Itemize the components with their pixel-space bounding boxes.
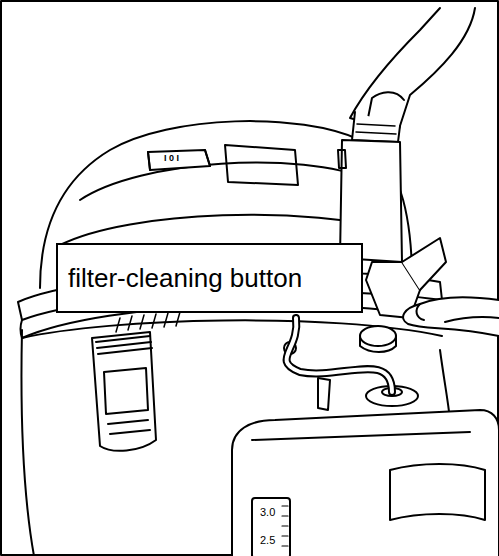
power-switch	[148, 150, 210, 170]
tank-top-edge	[252, 432, 470, 440]
wand-button	[338, 150, 346, 168]
callout-box: filter-cleaning button	[56, 243, 363, 313]
lid-ridge	[80, 163, 370, 200]
switch-marking: I 0 I	[163, 154, 180, 163]
finger-line	[445, 317, 499, 322]
lid-panel	[225, 145, 298, 185]
level-scale	[252, 498, 290, 556]
scale-number: 2.5	[259, 535, 276, 546]
handle-collar	[352, 112, 400, 142]
finger	[417, 304, 424, 320]
button-base	[360, 336, 396, 352]
filter-cleaning-button-part	[360, 326, 396, 346]
tank-body	[22, 330, 35, 556]
handle-grip	[368, 92, 404, 118]
switch-side	[148, 150, 210, 170]
tank-side	[440, 350, 450, 420]
tank-grip	[390, 464, 485, 520]
hand	[403, 297, 499, 336]
collar-ridges	[356, 124, 396, 134]
nozzle-fin	[402, 238, 446, 290]
scale-number: 3.0	[259, 507, 276, 518]
scale-ticks	[282, 506, 288, 546]
water-tank	[232, 410, 499, 556]
rim-slots	[116, 312, 180, 332]
handle	[350, 8, 475, 132]
callout-text: filter-cleaning button	[68, 263, 302, 294]
latch	[92, 332, 156, 451]
clip	[318, 378, 330, 410]
